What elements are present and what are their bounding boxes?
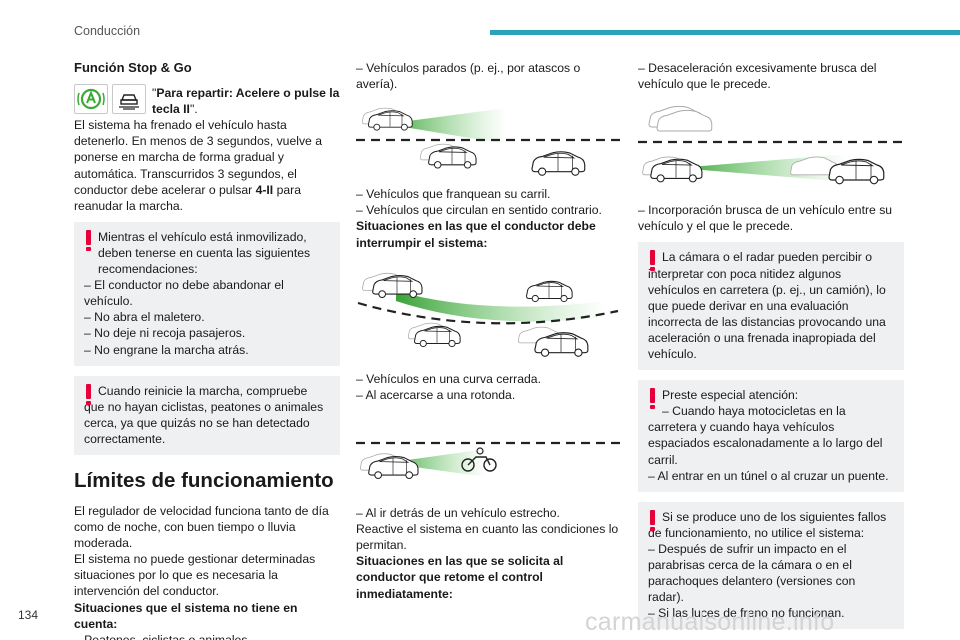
list-item: – Al ir detrás de un vehículo estrecho. [356,506,560,521]
section-title-stop-go: Función Stop & Go [74,60,192,75]
list-item: – Vehículos parados (p. ej., por atascos… [356,61,581,92]
warning-text: Mientras el vehículo está inmovilizado, … [98,229,311,277]
warning-box-stationary: Mientras el vehículo está inmovilizado, … [74,221,340,366]
list-item: – Vehículos que circulan en sentido cont… [356,203,602,218]
warning-item: – No deje ni recoja pasajeros. [84,326,246,341]
vehicle-ahead-icon [112,84,146,115]
warning-text: Si se produce uno de los siguientes fall… [648,509,887,540]
warning-item: – Después de sufrir un impacto en el par… [648,541,856,605]
warning-icon [86,383,92,405]
warning-item: – Si las luces de freno no funcionan. [648,606,845,621]
warning-box-camera: La cámara o el radar pueden percibir o i… [638,242,904,371]
column-1: Función Stop & Go "Para repartir: Aceler… [74,60,340,640]
warning-box-malfunction: Si se produce uno de los siguientes fall… [638,501,904,630]
subheading-take-control: Situaciones en las que se solicita al co… [356,554,564,601]
stop-go-instruction: "Para repartir: Acelere o pulse la tecla… [74,84,340,117]
stop-go-body-text: El sistema ha frenado el vehículo hasta … [74,118,322,197]
limits-item: – Peatones, ciclistas o animales. [74,632,251,640]
column-3: – Desaceleración excesivamente brusca de… [638,60,904,639]
warning-text: Preste especial atención: [662,388,799,403]
page-header-title: Conducción [74,24,141,38]
list-item: – Incorporación brusca de un vehículo en… [638,203,893,234]
quote-close: ". [189,102,198,117]
list-item: – Vehículos que franquean su carril. [356,187,551,202]
warning-icon [650,388,656,410]
body-text: Reactive el sistema en cuanto las condic… [356,522,619,553]
subheading-interrupt: Situaciones en las que el conductor debe… [356,219,596,250]
list-item: – Desaceleración excesivamente brusca de… [638,61,877,92]
warning-icon [86,229,92,251]
warning-icon [650,250,656,272]
motorcycle-icon [461,447,497,472]
warning-text: Cuando reinicie la marcha, compruebe que… [84,383,324,446]
quote-open: " [152,86,157,101]
limits-body: El regulador de velocidad funciona tanto… [74,503,329,551]
warning-text: La cámara o el radar pueden percibir o i… [648,250,886,362]
warning-item: – No engrane la marcha atrás. [84,342,249,357]
warning-item: – Al entrar en un túnel o al cruzar un p… [648,468,889,483]
stop-go-body-end: para reanudar la marcha. [74,182,301,213]
warning-item: – Cuando haya motocicletas en la carrete… [648,404,883,467]
illustration-stopped-vehicles [356,107,622,177]
key-label: 4-II [255,182,274,197]
restart-instruction: Para repartir: Acelere o pulse la tecla … [152,86,340,117]
watermark: carmanualsonline.info [585,608,835,636]
stop-go-body: El sistema ha frenado el vehículo hasta … [74,117,340,214]
illustration-narrow-vehicle [356,441,622,480]
column-2: – Vehículos parados (p. ej., por atascos… [356,60,622,602]
list-item: – Al acercarse a una rotonda. [356,387,516,402]
limits-subheading: Situaciones que el sistema no tiene en c… [74,600,298,631]
header-accent-bar [490,30,960,35]
list-item: – Vehículos en una curva cerrada. [356,371,541,386]
illustration-tight-curve [357,272,619,357]
warning-item: – No abra el maletero. [84,310,205,325]
warning-item: – El conductor no debe abandonar el vehí… [84,278,284,309]
illustration-abrupt-braking [638,106,904,185]
warning-box-restart: Cuando reinicie la marcha, compruebe que… [74,375,340,455]
limits-body: El sistema no puede gestionar determinad… [74,552,316,599]
cruise-active-icon [74,84,108,115]
section-title-limits: Límites de funcionamiento [74,468,334,492]
page-number: 134 [18,608,39,622]
warning-icon [650,509,656,531]
warning-box-attention: Preste especial atención: – Cuando haya … [638,380,904,492]
